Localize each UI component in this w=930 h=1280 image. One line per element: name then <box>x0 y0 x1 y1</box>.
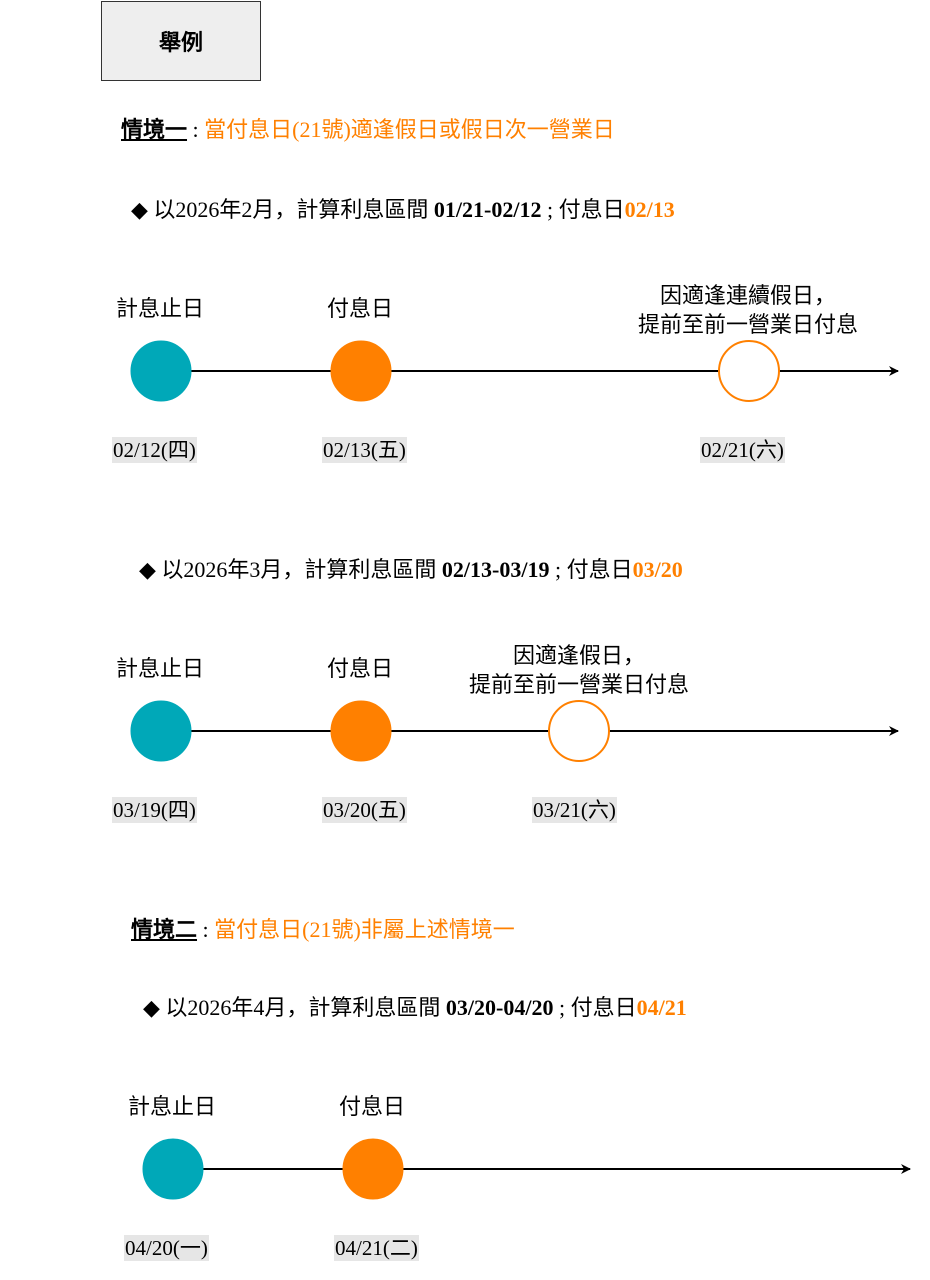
date-label: 02/12(四) <box>112 437 197 463</box>
pay-date-dot <box>330 700 392 762</box>
scenario-1-title: 情境一 : 當付息日(21號)適逢假日或假日次一營業日 <box>121 117 615 143</box>
example-2-bullet: ◆ 以2026年3月，計算利息區間 02/13-03/19 ; 付息日03/20 <box>139 557 683 583</box>
example-header: 舉例 <box>101 1 261 81</box>
bullet-mid: ; 付息日 <box>549 557 633 582</box>
interest-range: 03/20-04/20 <box>445 995 554 1020</box>
scenario-2-title: 情境二 : 當付息日(21號)非屬上述情境一 <box>131 917 515 943</box>
holiday-note: 因適逢假日， 提前至前一營業日付息 <box>469 641 689 699</box>
timeline-2 <box>130 700 899 762</box>
stop-date-dot <box>130 700 192 762</box>
bullet-prefix: ◆ 以2026年2月，計算利息區間 <box>131 197 434 222</box>
bullet-prefix: ◆ 以2026年4月，計算利息區間 <box>143 995 446 1020</box>
holiday-dot <box>718 340 780 402</box>
note-line: 提前至前一營業日付息 <box>468 672 690 697</box>
holiday-note: 因適逢連續假日， 提前至前一營業日付息 <box>638 281 858 339</box>
date-label: 04/21(二) <box>334 1235 419 1261</box>
interest-range: 02/13-03/19 <box>441 557 550 582</box>
date-label: 03/19(四) <box>112 797 197 823</box>
timeline-1 <box>130 340 899 402</box>
pay-date: 03/20 <box>632 557 683 582</box>
pay-date: 02/13 <box>624 197 675 222</box>
pay-date-label: 付息日 <box>326 656 394 681</box>
scenario-desc: 當付息日(21號)非屬上述情境一 <box>214 917 515 942</box>
interest-range: 01/21-02/12 <box>433 197 542 222</box>
holiday-dot <box>548 700 610 762</box>
date-label: 03/20(五) <box>322 797 407 823</box>
date-label: 03/21(六) <box>532 797 617 823</box>
pay-date-label: 付息日 <box>338 1094 406 1119</box>
note-line: 因適逢假日， <box>512 643 646 668</box>
separator: : <box>197 917 215 942</box>
date-label: 04/20(一) <box>124 1235 209 1261</box>
header-title: 舉例 <box>158 30 203 55</box>
separator: : <box>187 117 205 142</box>
stop-date-dot <box>142 1138 204 1200</box>
example-3-bullet: ◆ 以2026年4月，計算利息區間 03/20-04/20 ; 付息日04/21 <box>143 995 687 1021</box>
note-line: 因適逢連續假日， <box>659 283 837 308</box>
timeline-3 <box>142 1138 911 1200</box>
date-label: 02/13(五) <box>322 437 407 463</box>
example-1-bullet: ◆ 以2026年2月，計算利息區間 01/21-02/12 ; 付息日02/13 <box>131 197 675 223</box>
scenario-desc: 當付息日(21號)適逢假日或假日次一營業日 <box>204 117 615 142</box>
pay-date-label: 付息日 <box>326 296 394 321</box>
stop-date-label: 計息止日 <box>115 296 205 321</box>
bullet-mid: ; 付息日 <box>553 995 637 1020</box>
pay-date-dot <box>330 340 392 402</box>
scenario-name: 情境二 <box>131 917 198 942</box>
pay-date-dot <box>342 1138 404 1200</box>
bullet-prefix: ◆ 以2026年3月，計算利息區間 <box>139 557 442 582</box>
stop-date-dot <box>130 340 192 402</box>
pay-date: 04/21 <box>636 995 687 1020</box>
scenario-name: 情境一 <box>121 117 188 142</box>
note-line: 提前至前一營業日付息 <box>637 312 859 337</box>
stop-date-label: 計息止日 <box>115 656 205 681</box>
stop-date-label: 計息止日 <box>127 1094 217 1119</box>
bullet-mid: ; 付息日 <box>541 197 625 222</box>
date-label: 02/21(六) <box>700 437 785 463</box>
